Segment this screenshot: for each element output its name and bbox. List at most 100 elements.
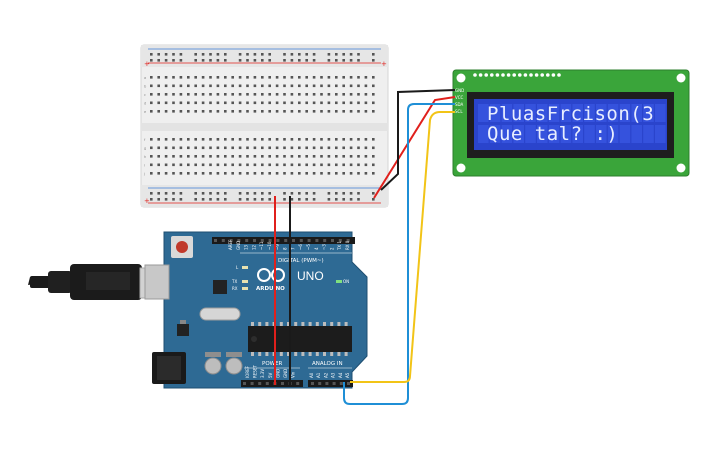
bb-hole [312,93,316,96]
bb-hole [298,138,301,141]
digital-pin-label: 4 [314,247,319,250]
wire-yellow-scl[interactable] [350,111,455,383]
mount-hole [456,73,466,83]
bb-hole [335,163,338,167]
chip-leg [251,322,254,326]
bb-hole [209,138,212,141]
bb-hole [224,146,227,150]
bb-hole [372,172,375,175]
bb-hole [312,110,316,113]
bb-hole [209,110,212,113]
bb-hole [349,163,353,167]
lcd-header-pins [473,73,561,77]
bb-hole [349,53,353,56]
bb-hole [179,172,183,175]
bb-hole [201,101,205,105]
usb-cable[interactable] [28,264,167,300]
analog-pin-label: A0 [309,372,314,378]
bb-hole [179,192,183,195]
bb-hole [172,93,175,96]
bb-hole [335,198,338,201]
bb-hole [150,76,153,79]
bb-hole [364,146,368,150]
bb-hole [157,172,160,175]
bb-hole [164,53,168,56]
wire-blue-sda[interactable] [343,103,455,405]
bb-hole [261,146,264,150]
chip-leg [344,322,348,326]
bb-hole [342,146,345,150]
bb-hole [164,155,168,158]
bb-row-letter: e [144,110,147,114]
bb-hole [364,101,368,105]
bb-hole [290,53,294,56]
lcd-cell [513,125,524,143]
analog-header[interactable] [308,380,353,387]
bb-hole [194,138,197,141]
bb-hole [275,172,279,175]
wires[interactable] [274,89,456,405]
bb-hole [164,192,168,195]
bb-hole [194,84,197,88]
header-hole [260,239,264,242]
bb-hole [320,84,323,88]
bb-hole [312,59,316,62]
bb-hole [246,138,249,141]
bb-hole [283,172,286,175]
lcd-header-dot [495,73,500,77]
bb-hole [216,93,220,96]
bb-hole [246,198,249,201]
digital-header[interactable] [212,237,355,244]
chip-leg [258,352,262,356]
digital-pin-label: ~10 [267,241,272,250]
wire-red-vcc[interactable] [373,96,456,199]
bb-hole [342,172,345,175]
bb-hole [298,110,301,113]
bb-hole [342,198,345,201]
bb-hole [194,172,197,175]
lcd-module[interactable]: PluasFrcison(3 Que tal? :) GND VCC SDA S… [452,69,690,177]
bb-hole [283,53,286,56]
lcd-header-dot [529,73,533,77]
bb-hole [194,76,197,79]
bb-hole [201,93,205,96]
bb-hole [201,198,205,201]
bb-hole [164,172,168,175]
bb-hole [349,172,353,175]
bb-hole [224,101,227,105]
bb-hole [305,84,308,88]
bb-hole [224,59,227,62]
bb-hole [357,53,360,56]
bb-hole [268,59,271,62]
chip-leg [315,352,319,356]
bb-hole [216,192,220,195]
power-header[interactable] [241,380,303,387]
bb-hole [238,163,242,167]
wire-black-lcd-gnd[interactable] [380,89,456,191]
bb-hole [305,172,308,175]
bb-hole [201,76,205,79]
bb-hole [253,76,257,79]
crystal-oscillator [199,307,241,321]
bb-hole [312,192,316,195]
bb-hole [364,84,368,88]
bb-hole [157,110,160,113]
rx-led-label: RX [232,286,238,291]
bb-hole [238,192,242,195]
bb-hole [261,198,264,201]
bb-hole [216,101,220,105]
bb-hole [342,192,345,195]
bb-hole [349,76,353,79]
lcd-cell [548,125,560,143]
bb-hole [157,53,160,56]
digital-pin-label: ~3 [322,244,327,250]
bb-hole [231,163,234,167]
bb-hole [261,155,264,158]
lcd-cell [525,104,536,122]
lcd-cell [537,104,548,122]
bb-hole [305,59,308,62]
bb-hole [261,172,264,175]
bb-hole [327,76,331,79]
